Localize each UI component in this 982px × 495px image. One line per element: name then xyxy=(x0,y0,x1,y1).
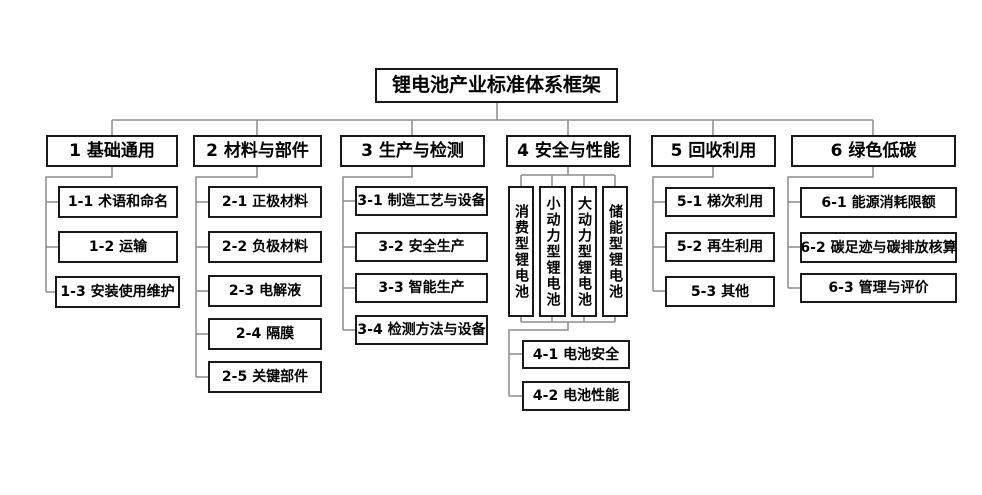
connector-col1 xyxy=(45,167,113,293)
node-3-2-safe-production: 3-2 安全生产 xyxy=(355,232,488,262)
connector-col4-bottom xyxy=(508,317,616,397)
node-5-recycling: 5 回收利用 xyxy=(651,135,776,167)
node-3-4-testing-methods-equipment: 3-4 检测方法与设备 xyxy=(355,315,488,345)
node-3-production-testing: 3 生产与检测 xyxy=(340,135,485,167)
connector-top-bus xyxy=(111,103,874,135)
node-2-3-electrolyte: 2-3 电解液 xyxy=(208,275,322,307)
node-4-consumer-battery: 消费型锂电池 xyxy=(508,186,534,317)
node-6-green-low-carbon: 6 绿色低碳 xyxy=(791,135,956,167)
connector-col5 xyxy=(652,167,714,292)
node-1-1-terminology: 1-1 术语和命名 xyxy=(58,186,178,218)
connector-col3 xyxy=(342,167,413,331)
node-2-materials-components: 2 材料与部件 xyxy=(193,135,322,167)
node-4-large-power-battery: 大动力型锂电池 xyxy=(571,186,597,317)
node-4-energy-storage-battery: 储能型锂电池 xyxy=(602,186,628,317)
node-3-1-manufacturing-equipment: 3-1 制造工艺与设备 xyxy=(355,186,488,216)
node-5-1-cascade-utilization: 5-1 梯次利用 xyxy=(665,187,775,217)
node-6-3-management-evaluation: 6-3 管理与评价 xyxy=(800,273,957,303)
node-1-basic-general: 1 基础通用 xyxy=(46,135,178,167)
node-4-small-power-battery: 小动力型锂电池 xyxy=(539,186,566,317)
node-6-1-energy-consumption-quota: 6-1 能源消耗限额 xyxy=(800,187,957,218)
chart-title: 锂电池产业标准体系框架 xyxy=(375,68,618,103)
node-4-2-battery-performance: 4-2 电池性能 xyxy=(522,381,630,411)
node-2-1-cathode-material: 2-1 正极材料 xyxy=(208,186,322,218)
node-2-5-key-components: 2-5 关键部件 xyxy=(208,361,322,393)
connector-col4-top xyxy=(520,167,616,186)
node-2-2-anode-material: 2-2 负极材料 xyxy=(208,231,322,263)
node-4-1-battery-safety: 4-1 电池安全 xyxy=(522,340,630,369)
node-5-2-regeneration: 5-2 再生利用 xyxy=(665,232,775,262)
node-3-3-intelligent-production: 3-3 智能生产 xyxy=(355,273,488,303)
node-1-2-transport: 1-2 运输 xyxy=(58,231,178,263)
node-4-safety-performance: 4 安全与性能 xyxy=(506,135,631,167)
node-6-2-carbon-footprint-accounting: 6-2 碳足迹与碳排放核算 xyxy=(800,232,957,263)
connector-col6 xyxy=(787,167,874,289)
node-2-4-separator: 2-4 隔膜 xyxy=(208,318,322,350)
node-5-3-other: 5-3 其他 xyxy=(665,276,775,307)
connector-col2 xyxy=(195,167,258,378)
node-1-3-installation-maintenance: 1-3 安装使用维护 xyxy=(55,276,180,308)
